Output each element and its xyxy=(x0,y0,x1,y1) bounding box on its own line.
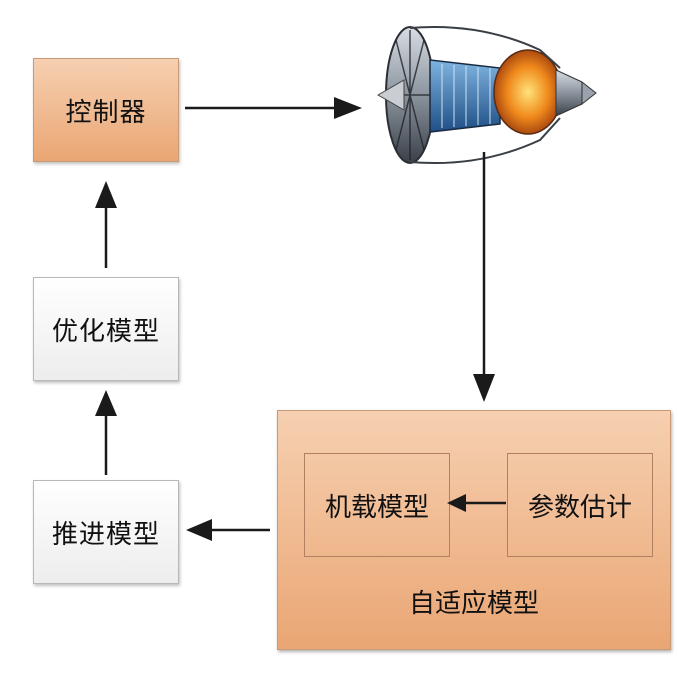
arrowhead-propulsion-to-optimization xyxy=(95,390,117,416)
parameter-estimation-box: 参数估计 xyxy=(507,453,653,557)
controller-label: 控制器 xyxy=(65,97,147,128)
onboard-model-box: 机载模型 xyxy=(304,453,450,557)
arrowhead-optimization-to-controller xyxy=(95,181,117,208)
parameter-estimation-label: 参数估计 xyxy=(527,492,632,523)
adaptive-model-box: 机载模型 参数估计 自适应模型 xyxy=(277,410,671,650)
adaptive-model-label: 自适应模型 xyxy=(408,589,539,619)
controller-box: 控制器 xyxy=(33,58,179,162)
optimization-model-box: 优化模型 xyxy=(33,277,179,381)
propulsion-model-box: 推进模型 xyxy=(33,480,179,584)
arrowhead-controller-to-engine xyxy=(334,97,362,119)
optimization-model-label: 优化模型 xyxy=(51,316,160,347)
onboard-model-label: 机载模型 xyxy=(324,492,429,523)
propulsion-model-label: 推进模型 xyxy=(51,519,160,550)
arrowhead-adaptive-to-propulsion xyxy=(186,519,212,541)
arrowhead-engine-to-adaptive xyxy=(473,374,495,402)
